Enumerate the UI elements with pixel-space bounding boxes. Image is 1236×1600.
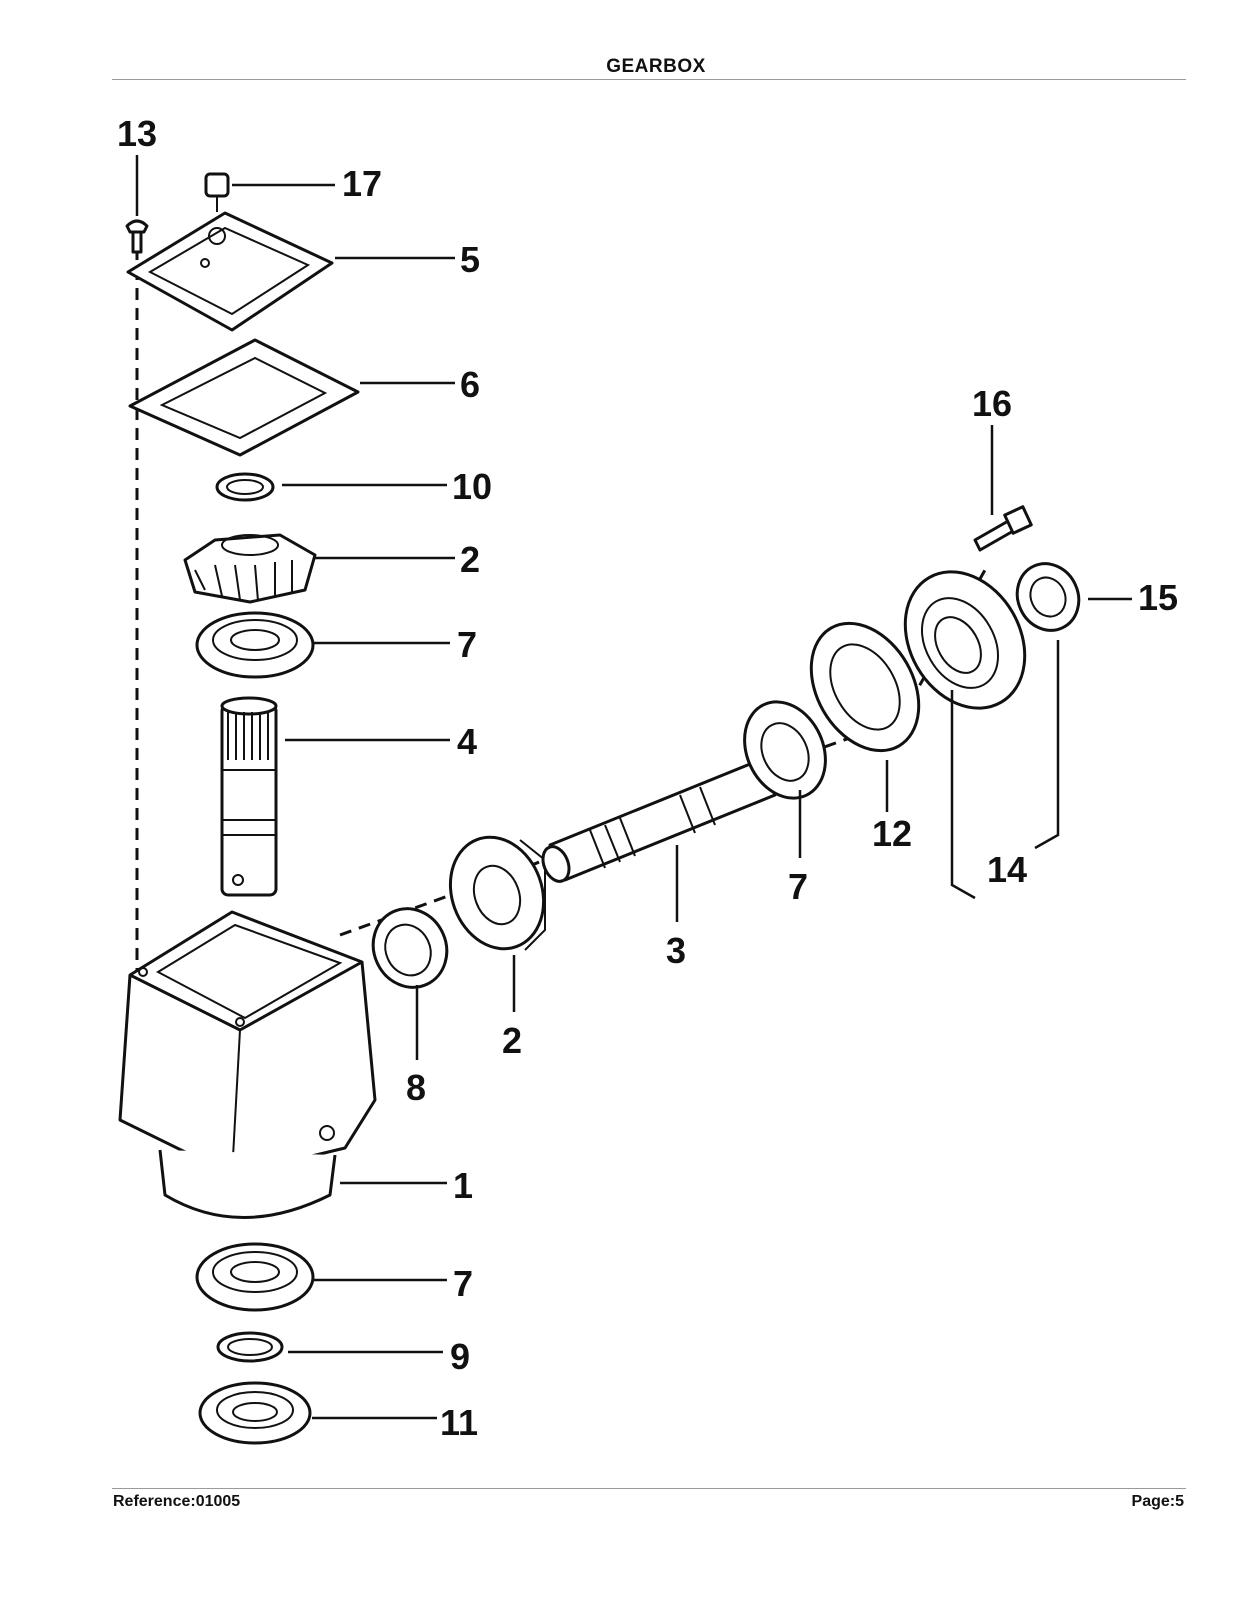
part-12-flange-gasket [809,621,921,753]
callout-5: 5 [460,239,480,280]
part-1-gearbox-housing [118,910,377,1219]
part-7-bearing-upper [195,611,315,679]
callout-3: 3 [666,930,686,971]
callout-8: 8 [406,1067,426,1108]
part-9-circlip [216,1331,284,1363]
callout-2-upper: 2 [460,539,480,580]
callout-2-lower: 2 [502,1020,522,1061]
part-7-bearing-shaft [743,700,827,800]
part-6-gasket [128,338,360,457]
callout-4: 4 [457,721,477,762]
part-2-bevel-gear-lower [448,835,546,951]
callout-17: 17 [342,163,382,204]
part-11-seal [198,1381,312,1445]
part-7-bearing-lower [195,1242,315,1312]
callout-16: 16 [972,383,1012,424]
callout-7-upper: 7 [457,624,477,665]
part-5-cover-plate [126,211,334,332]
callout-7-shaft: 7 [788,866,808,907]
callout-15: 15 [1138,577,1178,618]
callout-14: 14 [987,849,1027,890]
callout-7-lower: 7 [453,1263,473,1304]
footer-reference: Reference:01005 [113,1493,241,1510]
part-2-bevel-gear-upper [183,533,317,604]
callout-13: 13 [117,113,157,154]
footer-rule [112,1488,1186,1489]
header-rule [112,79,1186,80]
part-17-plug [204,172,230,212]
part-10-circlip [215,472,275,502]
part-15-oil-seal [1015,562,1081,632]
part-3-horizontal-shaft [541,758,777,883]
page-title: GEARBOX [606,56,706,77]
part-8-bearing [371,907,449,989]
footer-page-number: Page:5 [1131,1493,1184,1510]
callout-10: 10 [452,466,492,507]
leader-lines [135,155,1132,1420]
callout-9: 9 [450,1336,470,1377]
callout-6: 6 [460,364,480,405]
part-16-bolt [973,505,1033,552]
callout-12: 12 [872,813,912,854]
callout-11: 11 [440,1402,478,1443]
part-4-vertical-shaft [220,696,278,897]
part-14-bearing-cap [903,570,1027,710]
callout-1: 1 [453,1165,473,1206]
part-13-screw [125,219,149,254]
shaft-assembly-axis [339,569,987,937]
